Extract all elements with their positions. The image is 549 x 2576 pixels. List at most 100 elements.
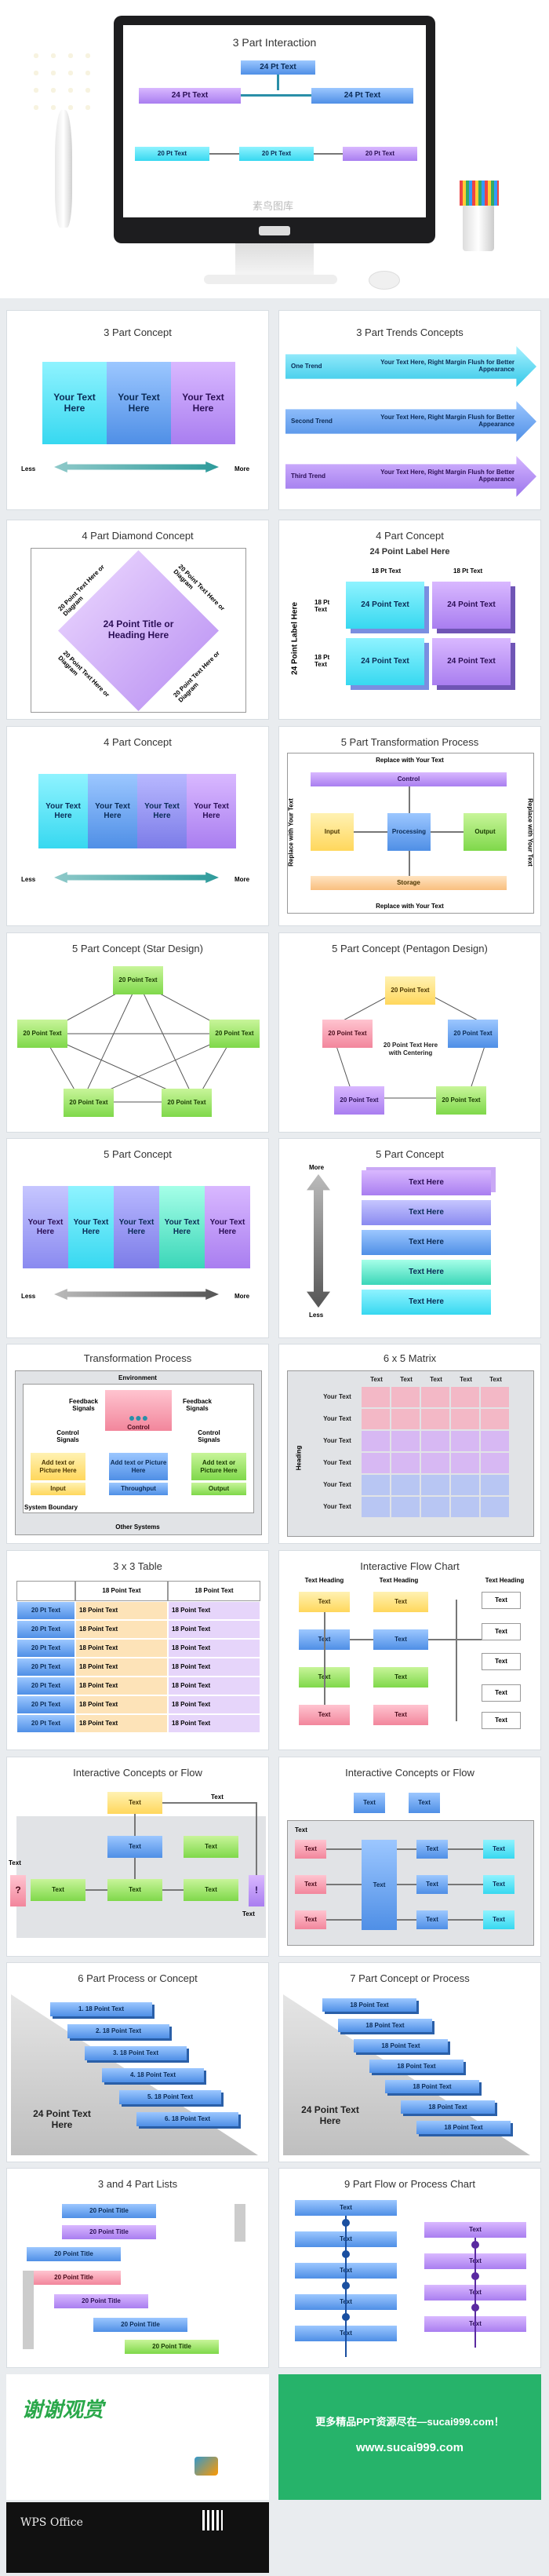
step-bar: 18 Point Text: [354, 2039, 448, 2052]
storage-box: Storage: [311, 876, 507, 890]
edge-label-bottom: Replace with Your Text: [376, 903, 444, 910]
less-label: Less: [309, 1312, 324, 1319]
pentagon-center: 20 Point Text Here with Centering: [383, 1042, 438, 1056]
table-row-head: 20 Pt Text: [16, 1601, 75, 1620]
grid-cell: 24 Point Text: [346, 638, 424, 685]
step-bar: 3. 18 Point Text: [85, 2046, 187, 2060]
pt18-label: 18 Pt Text: [372, 567, 402, 575]
promo-text: 更多精品PPT资源尽在—sucai999.com！: [315, 2416, 504, 2428]
stack-row: Text Here: [362, 1290, 491, 1315]
slide-title: Interactive Concepts or Flow: [73, 1767, 202, 1779]
matrix-cell: [421, 1475, 449, 1495]
slide-4-part-diamond: 4 Part Diamond Concept 24 Point Title or…: [6, 520, 269, 720]
flow-line: [474, 2238, 476, 2348]
concept-col: Your Text Here: [159, 1186, 205, 1268]
flow-node: Text: [373, 1592, 428, 1612]
add-throughput-box: Add text or Picture Here: [109, 1453, 168, 1480]
pentagon-node: 20 Point Text: [334, 1086, 384, 1115]
pt18-label: 18 Pt Text: [314, 654, 330, 668]
matrix-col-head: Text: [370, 1376, 383, 1384]
slide-title: Transformation Process: [83, 1352, 192, 1364]
brand-small: WPS Office: [20, 2516, 83, 2529]
qr-icon: [202, 2510, 223, 2530]
input-label: Input: [31, 1483, 85, 1495]
list-item: 20 Point Title: [54, 2294, 148, 2308]
step-bar: 18 Point Text: [369, 2060, 464, 2073]
hero-box-20-c: 20 Pt Text: [343, 147, 417, 161]
concept-col: Your Text Here: [107, 362, 171, 444]
matrix-cell: [451, 1453, 479, 1473]
slide-title: 9 Part Flow or Process Chart: [344, 2178, 475, 2190]
stack-row: Text Here: [362, 1260, 491, 1285]
table-cell: 18 Point Text: [168, 1677, 260, 1695]
stack-row: Text Here: [362, 1230, 491, 1255]
matrix-cell: [391, 1453, 420, 1473]
flow-node: Text: [299, 1592, 350, 1612]
matrix-cell: [362, 1475, 390, 1495]
flow-node: Text: [31, 1879, 85, 1901]
slide-title: 5 Part Transformation Process: [340, 736, 479, 748]
slide-title: 3 Part Trends Concepts: [356, 327, 464, 338]
star-node: 20 Point Text: [64, 1089, 114, 1117]
slide-title: 3 Part Concept: [104, 327, 172, 338]
step-bar: 6. 18 Point Text: [136, 2112, 238, 2126]
edge-label-left: Replace with Your Text: [287, 798, 295, 867]
logo-icon: [195, 2457, 218, 2476]
matrix-cell: [362, 1409, 390, 1429]
list-item: 20 Point Title: [27, 2271, 121, 2285]
table-row-head: 20 Pt Text: [16, 1695, 75, 1714]
more-label: More: [235, 1293, 250, 1300]
slide-5-part-concept-cols: 5 Part Concept Your Text Here Your Text …: [6, 1138, 269, 1338]
slide-title: 3 x 3 Table: [113, 1560, 162, 1572]
less-label: Less: [21, 465, 36, 473]
flow-node: Text: [482, 1592, 521, 1609]
big-text: 24 Point Text Here: [33, 2108, 91, 2130]
matrix-col-head: Text: [430, 1376, 442, 1384]
more-label: More: [235, 876, 250, 883]
promo-url[interactable]: www.sucai999.com: [355, 2441, 464, 2454]
step-bar: 18 Point Text: [385, 2080, 479, 2093]
matrix-cell: [421, 1453, 449, 1473]
matrix-cell: [391, 1409, 420, 1429]
grid-cell: 24 Point Text: [432, 638, 511, 685]
matrix-cell: [451, 1475, 479, 1495]
concept-col: Your Text Here: [88, 774, 137, 848]
add-input-box: Add text or Picture Here: [31, 1453, 85, 1480]
matrix-col-head: Text: [489, 1376, 502, 1384]
matrix-cell: [451, 1431, 479, 1451]
flow-node: Text: [107, 1792, 162, 1814]
matrix-row-head: Your Text: [323, 1459, 351, 1467]
pentagon-node: 20 Point Text: [436, 1086, 486, 1115]
matrix-row-head: Your Text: [323, 1481, 351, 1489]
grid-cell: 24 Point Text: [432, 582, 511, 629]
top-label: 24 Point Label Here: [369, 547, 450, 556]
matrix-cell: [451, 1387, 479, 1407]
flow-node: Text: [483, 1910, 514, 1929]
step-bar: 5. 18 Point Text: [119, 2090, 221, 2104]
flow-node: Text: [107, 1836, 162, 1858]
slide-interactive-concepts-b: Interactive Concepts or Flow Text Text T…: [278, 1757, 541, 1957]
slide-title: 5 Part Concept: [104, 1148, 172, 1160]
star-node: 20 Point Text: [162, 1089, 212, 1117]
pentagon-node: 20 Point Text: [322, 1020, 373, 1048]
flow-dot: [342, 2219, 350, 2227]
concept-col: Your Text Here: [23, 1186, 68, 1268]
heading-label: Heading: [295, 1445, 303, 1471]
control-box: Control: [311, 772, 507, 786]
star-node: 20 Point Text: [113, 966, 163, 994]
more-label: More: [235, 465, 250, 473]
slide-title: 6 Part Process or Concept: [78, 1972, 198, 1984]
step-bar: 18 Point Text: [338, 2019, 432, 2032]
table-cell: 18 Point Text: [168, 1639, 260, 1658]
slide-title: 4 Part Diamond Concept: [82, 530, 194, 542]
flow-heading: Text Heading: [304, 1577, 344, 1584]
slide-5-part-stack: 5 Part Concept More Less Text Here Text …: [278, 1138, 541, 1338]
table-cell: 18 Point Text: [168, 1658, 260, 1677]
matrix-cell: [421, 1431, 449, 1451]
throughput-label: Throughput: [109, 1483, 168, 1495]
slide-title: 5 Part Concept: [376, 1148, 444, 1160]
trend-text: Your Text Here, Right Margin Flush for B…: [380, 469, 514, 483]
